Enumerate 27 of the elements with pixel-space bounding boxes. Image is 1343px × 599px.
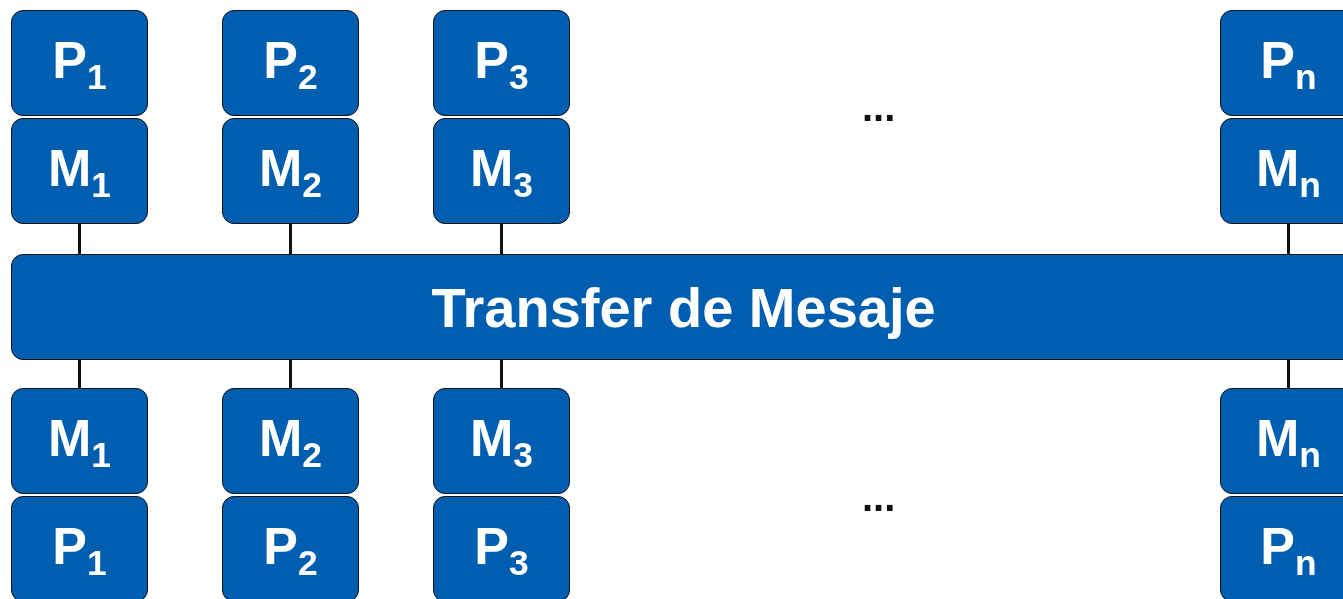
process-box: M$_{2}$ [222, 388, 359, 494]
connector-line [78, 360, 81, 388]
process-box: P$_{n}$ [1220, 10, 1343, 116]
process-box: P$_{3}$ [433, 496, 570, 599]
process-box: P$_{1}$ [11, 496, 148, 599]
process-box: M$_{3}$ [433, 388, 570, 494]
process-box: M$_{1}$ [11, 118, 148, 224]
connector-line [289, 224, 292, 254]
connector-line [500, 360, 503, 388]
process-box: M$_{3}$ [433, 118, 570, 224]
connector-line [78, 224, 81, 254]
process-box: M$_{n}$ [1220, 118, 1343, 224]
process-box: P$_{1}$ [11, 10, 148, 116]
connector-line [500, 224, 503, 254]
connector-line [1287, 224, 1290, 254]
connector-line [1287, 360, 1290, 388]
ellipsis: ... [862, 85, 896, 130]
process-box: M$_{2}$ [222, 118, 359, 224]
bus-bar: Transfer de Mesaje [11, 254, 1343, 360]
process-box: P$_{n}$ [1220, 496, 1343, 599]
process-box: P$_{2}$ [222, 496, 359, 599]
process-box: M$_{1}$ [11, 388, 148, 494]
ellipsis: ... [862, 475, 896, 520]
process-box: M$_{n}$ [1220, 388, 1343, 494]
connector-line [289, 360, 292, 388]
process-box: P$_{2}$ [222, 10, 359, 116]
process-box: P$_{3}$ [433, 10, 570, 116]
